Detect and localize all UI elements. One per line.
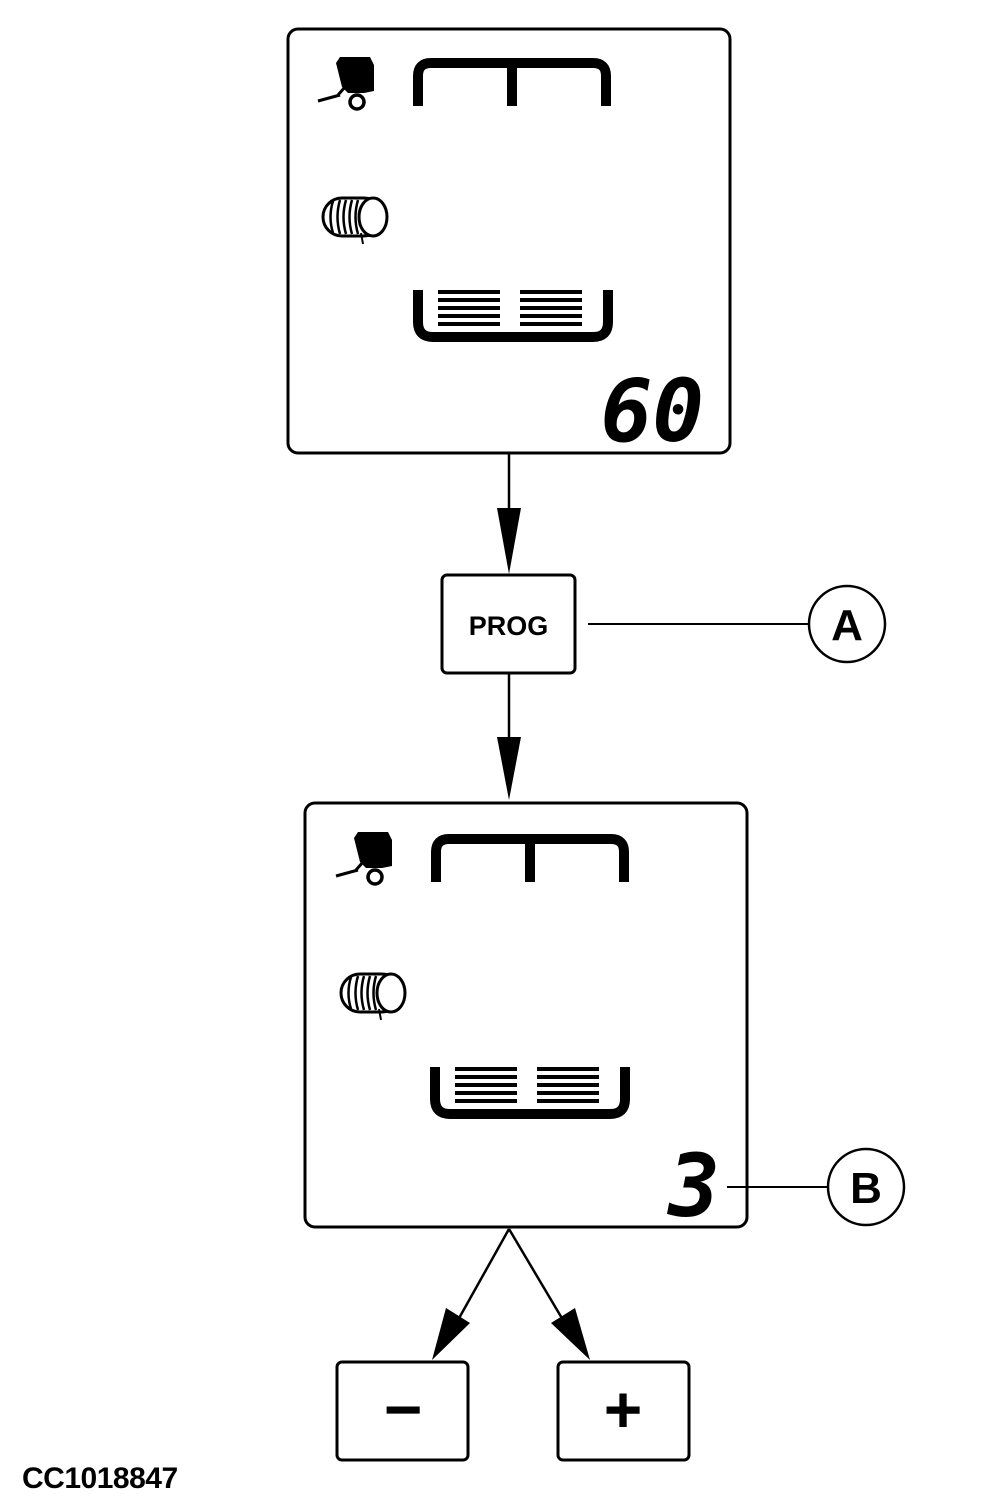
arrow-to-prog (497, 453, 521, 574)
minus-button[interactable]: − (335, 1360, 470, 1462)
display-top: 60 (286, 27, 732, 462)
figure-id: CC1018847 (22, 1462, 178, 1495)
callout-a-label: A (831, 601, 863, 650)
prog-button[interactable]: PROG (440, 573, 577, 675)
arrow-to-display-bottom (497, 673, 521, 800)
callout-a: A (588, 584, 887, 664)
plus-button-label: + (604, 1372, 643, 1446)
display-top-value: 60 (600, 362, 704, 462)
callout-b: B (727, 1147, 906, 1227)
plus-button[interactable]: + (556, 1360, 691, 1462)
arrow-to-minus (432, 1228, 511, 1360)
arrow-to-plus (507, 1228, 590, 1360)
display-bottom-value: 3 (666, 1137, 720, 1237)
prog-button-label: PROG (469, 611, 549, 641)
display-bottom: 3 (303, 801, 749, 1237)
minus-button-label: − (384, 1372, 423, 1446)
callout-b-label: B (850, 1164, 882, 1213)
